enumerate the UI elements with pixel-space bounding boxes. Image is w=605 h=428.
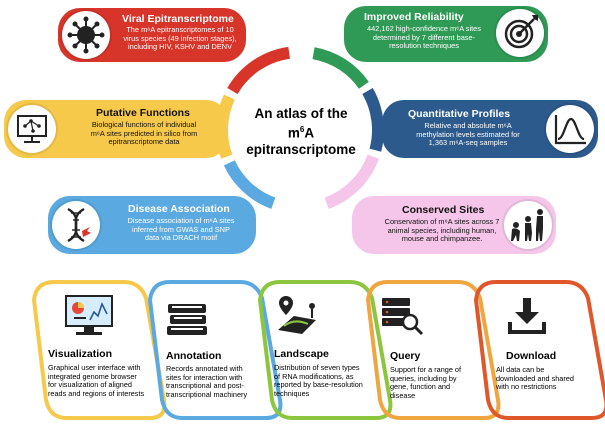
target-icon — [496, 9, 544, 57]
card-outline — [473, 280, 605, 420]
hub-segment — [362, 88, 384, 152]
hub-title: An atlas of the m6A epitranscriptome — [246, 106, 356, 157]
evolution-icon — [504, 201, 552, 249]
hub-segment — [324, 154, 379, 209]
curve-chart-icon — [546, 105, 594, 153]
computer-network-icon — [8, 105, 56, 153]
card-outline — [365, 280, 501, 420]
dna-icon — [52, 201, 100, 249]
virus-icon — [62, 11, 110, 59]
card-outline — [147, 280, 283, 420]
hub-segment — [227, 46, 291, 95]
books-icon — [164, 298, 210, 343]
download-icon — [506, 296, 548, 341]
hub-segment — [312, 47, 369, 89]
card-outline — [257, 280, 393, 420]
hub-segment — [223, 160, 276, 209]
card-visualization[interactable]: Visualization Graphical user interface w… — [36, 282, 148, 420]
map-pin-icon — [272, 292, 322, 343]
monitor-chart-icon — [64, 294, 114, 343]
database-search-icon — [378, 294, 426, 343]
card-outline — [31, 280, 167, 420]
